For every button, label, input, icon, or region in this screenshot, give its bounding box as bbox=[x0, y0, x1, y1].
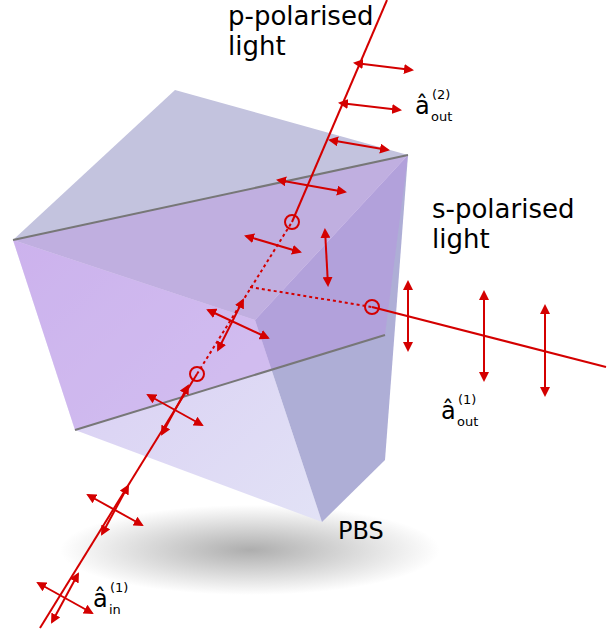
component-label: PBS bbox=[338, 518, 384, 546]
mode-index: (1) bbox=[458, 393, 476, 408]
mode-index: (1) bbox=[110, 581, 128, 596]
mode-subscript: out bbox=[457, 415, 478, 430]
polarisation-label: s-polarised light bbox=[432, 195, 602, 255]
polarisation-label: p-polarised light bbox=[228, 2, 378, 62]
mode-subscript: in bbox=[109, 603, 121, 618]
mode-operator: â bbox=[93, 586, 108, 614]
mode-index: (2) bbox=[432, 88, 450, 103]
mode-operator: â bbox=[415, 93, 430, 121]
mode-subscript: out bbox=[431, 110, 452, 125]
mode-operator: â bbox=[441, 398, 456, 426]
